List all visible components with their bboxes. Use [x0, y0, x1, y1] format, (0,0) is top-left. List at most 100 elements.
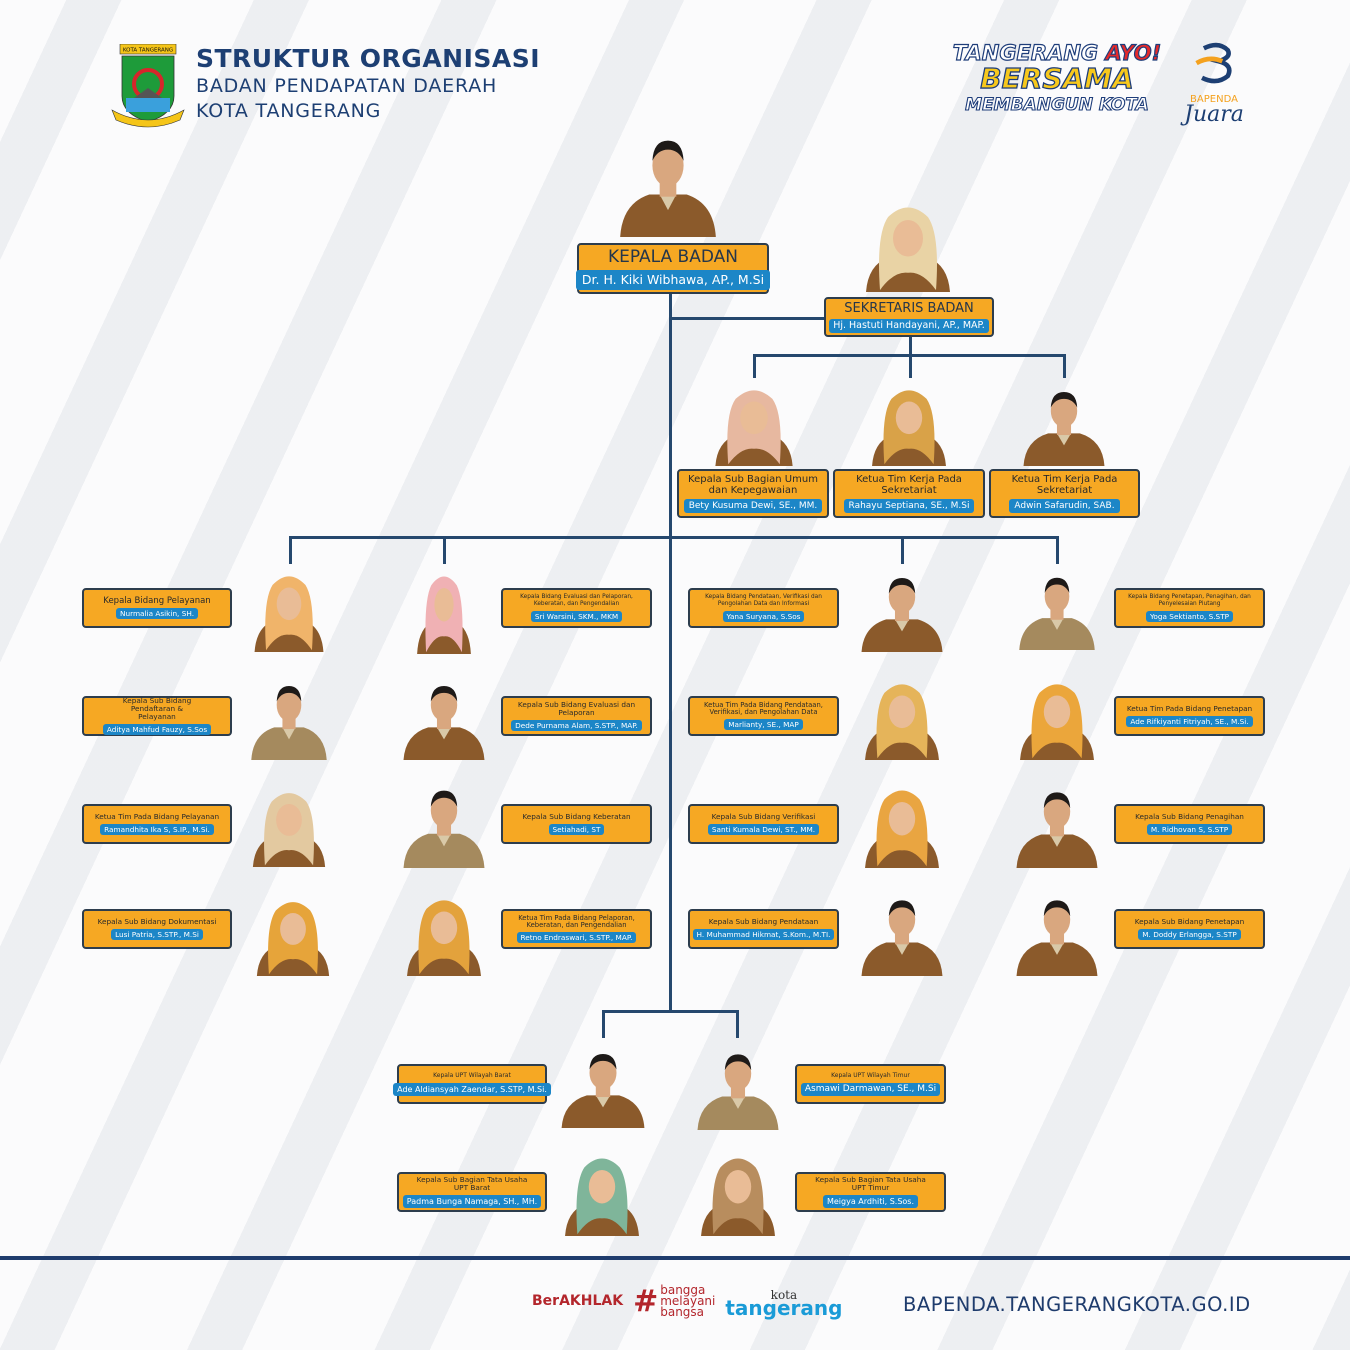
person-name: Marlianty, SE., MAP: [724, 719, 803, 730]
role: Kepala Sub Bidang Keberatan: [522, 812, 631, 821]
role: Kepala Sub Bidang Verifikasi: [711, 812, 816, 821]
card-secretariat-2: Ketua Tim Kerja Pada Sekretariat Rahayu …: [833, 469, 985, 518]
portrait-image: [1020, 684, 1094, 760]
role: Kepala Bidang Penetapan, Penagihan, dan …: [1128, 594, 1251, 607]
person-name: Adwin Safarudin, SAB.: [1009, 499, 1120, 513]
connector: [670, 317, 825, 320]
photo-division-2-3: [400, 778, 488, 868]
role: Kepala Bidang Evaluasi dan Pelaporan, Ke…: [520, 594, 633, 607]
portrait-image: [715, 390, 793, 466]
connector: [753, 354, 756, 378]
portrait-image: [407, 900, 481, 976]
person-name: Meigya Ardhiti, S.Sos.: [822, 1195, 919, 1208]
card-division-4-4: Kepala Sub Bidang Penetapan M. Doddy Erla…: [1114, 909, 1265, 949]
photo-division-3-1: [858, 566, 946, 652]
logo-word: bangsa: [660, 1304, 705, 1319]
title-agency: BADAN PENDAPATAN DAERAH: [196, 75, 498, 97]
bapenda-b-icon: [1195, 42, 1232, 84]
page-title: STRUKTUR ORGANISASI BADAN PENDAPATAN DAE…: [196, 44, 540, 124]
person-name: Nurmalia Asikin, SH.: [115, 608, 199, 619]
card-division-3-2: Ketua Tim Pada Bidang Pendataan, Verifik…: [688, 696, 839, 736]
portrait-image: [701, 1158, 775, 1236]
role: Kepala UPT Wilayah Timur: [831, 1072, 910, 1079]
photo-division-2-1: [412, 566, 476, 654]
portrait-image: [561, 1054, 645, 1128]
role: Kepala UPT Wilayah Barat: [433, 1072, 511, 1079]
logo-word: kota: [770, 1287, 798, 1302]
photo-upt-1-sub: [558, 1148, 646, 1236]
person-name: M. Ridhovan S, S.STP: [1146, 824, 1233, 835]
role: Ketua Tim Kerja Pada Sekretariat: [856, 474, 962, 496]
role: Kepala Sub Bidang Dokumentasi: [97, 917, 217, 926]
photo-upt-2-head: [694, 1042, 782, 1130]
slogan-line3: MEMBANGUN KOTA: [965, 94, 1150, 115]
role: Kepala Bidang Pelayanan: [103, 596, 211, 606]
photo-division-2-2: [400, 674, 488, 760]
photo-division-3-2: [858, 674, 946, 760]
person-name: Hj. Hastuti Handayani, AP., MAP.: [829, 319, 989, 333]
portrait-image: [865, 790, 939, 868]
role: Kepala Sub Bidang Pendaftaran & Pelayana…: [122, 696, 192, 721]
portrait-image: [403, 686, 485, 760]
portrait-image: [403, 790, 485, 868]
photo-division-4-4: [1013, 888, 1101, 976]
connector: [669, 293, 672, 1013]
portrait-image: [256, 902, 330, 976]
role: Kepala Sub Bidang Pendataan: [708, 917, 819, 926]
card-division-4-1: Kepala Bidang Penetapan, Penagihan, dan …: [1114, 588, 1265, 628]
card-division-2-4: Ketua Tim Pada Bidang Pelaporan, Keberat…: [501, 909, 652, 949]
person-name: Asmawi Darmawan, SE., M.Si: [800, 1083, 941, 1096]
connector: [602, 1010, 605, 1038]
person-name: M. Doddy Erlangga, S.STP: [1138, 929, 1241, 940]
role: Kepala Sub Bagian Umum dan Kepegawaian: [688, 474, 818, 496]
photo-division-3-4: [858, 888, 946, 976]
card-secretariat-3: Ketua Tim Kerja Pada Sekretariat Adwin S…: [989, 469, 1140, 518]
role: SEKRETARIS BADAN: [844, 301, 974, 316]
portrait-image: [1019, 577, 1095, 650]
portrait-image: [697, 1054, 779, 1130]
portrait-image: [1023, 392, 1105, 466]
kota-tangerang-logo: kota tangerang: [725, 1287, 842, 1318]
portrait-image: [565, 1158, 639, 1236]
connector: [1063, 354, 1066, 378]
website-url[interactable]: BAPENDA.TANGERANGKOTA.GO.ID: [903, 1293, 1251, 1316]
hash-mark: #: [633, 1283, 659, 1319]
connector: [289, 536, 1059, 539]
role: Kepala Sub Bagian Tata Usaha UPT Timur: [815, 1175, 926, 1192]
photo-division-3-3: [858, 780, 946, 868]
portrait-image: [417, 576, 471, 654]
role: Kepala Sub Bidang Penetapan: [1134, 917, 1245, 926]
person-name: Padma Bunga Namaga, SH., MH.: [402, 1195, 542, 1208]
photo-secretariat-2: [865, 380, 953, 466]
portrait-image: [620, 140, 716, 237]
connector: [602, 1010, 739, 1013]
card-division-3-1: Kepala Bidang Pendataan, Verifikasi dan …: [688, 588, 839, 628]
photo-division-4-2: [1013, 674, 1101, 760]
card-division-2-2: Kepala Sub Bidang Evaluasi dan Pelaporan…: [501, 696, 652, 736]
person-name: Ade Rifkiyanti Fitriyah, SE., M.Si.: [1126, 716, 1253, 727]
berakhlak-logo: BerAKHLAK: [532, 1293, 624, 1309]
bapenda-juara-logo: BAPENDA Juara: [1176, 42, 1252, 130]
portrait-image: [254, 576, 324, 652]
photo-sekretaris: [858, 196, 958, 292]
photo-division-2-4: [400, 890, 488, 976]
portrait-image: [865, 684, 939, 760]
brand-line2: Juara: [1184, 102, 1244, 127]
person-name: Ramandhita Ika S, S.IP., M.Si.: [100, 824, 214, 835]
portrait-image: [251, 686, 327, 760]
photo-division-4-1: [1016, 566, 1098, 650]
card-secretariat-1: Kepala Sub Bagian Umum dan Kepegawaian B…: [677, 469, 829, 518]
person-name: Dede Purnama Alam, S.STP., MAP.: [511, 720, 642, 731]
role: KEPALA BADAN: [607, 247, 738, 267]
photo-secretariat-1: [708, 380, 800, 466]
portrait-image: [252, 793, 326, 867]
